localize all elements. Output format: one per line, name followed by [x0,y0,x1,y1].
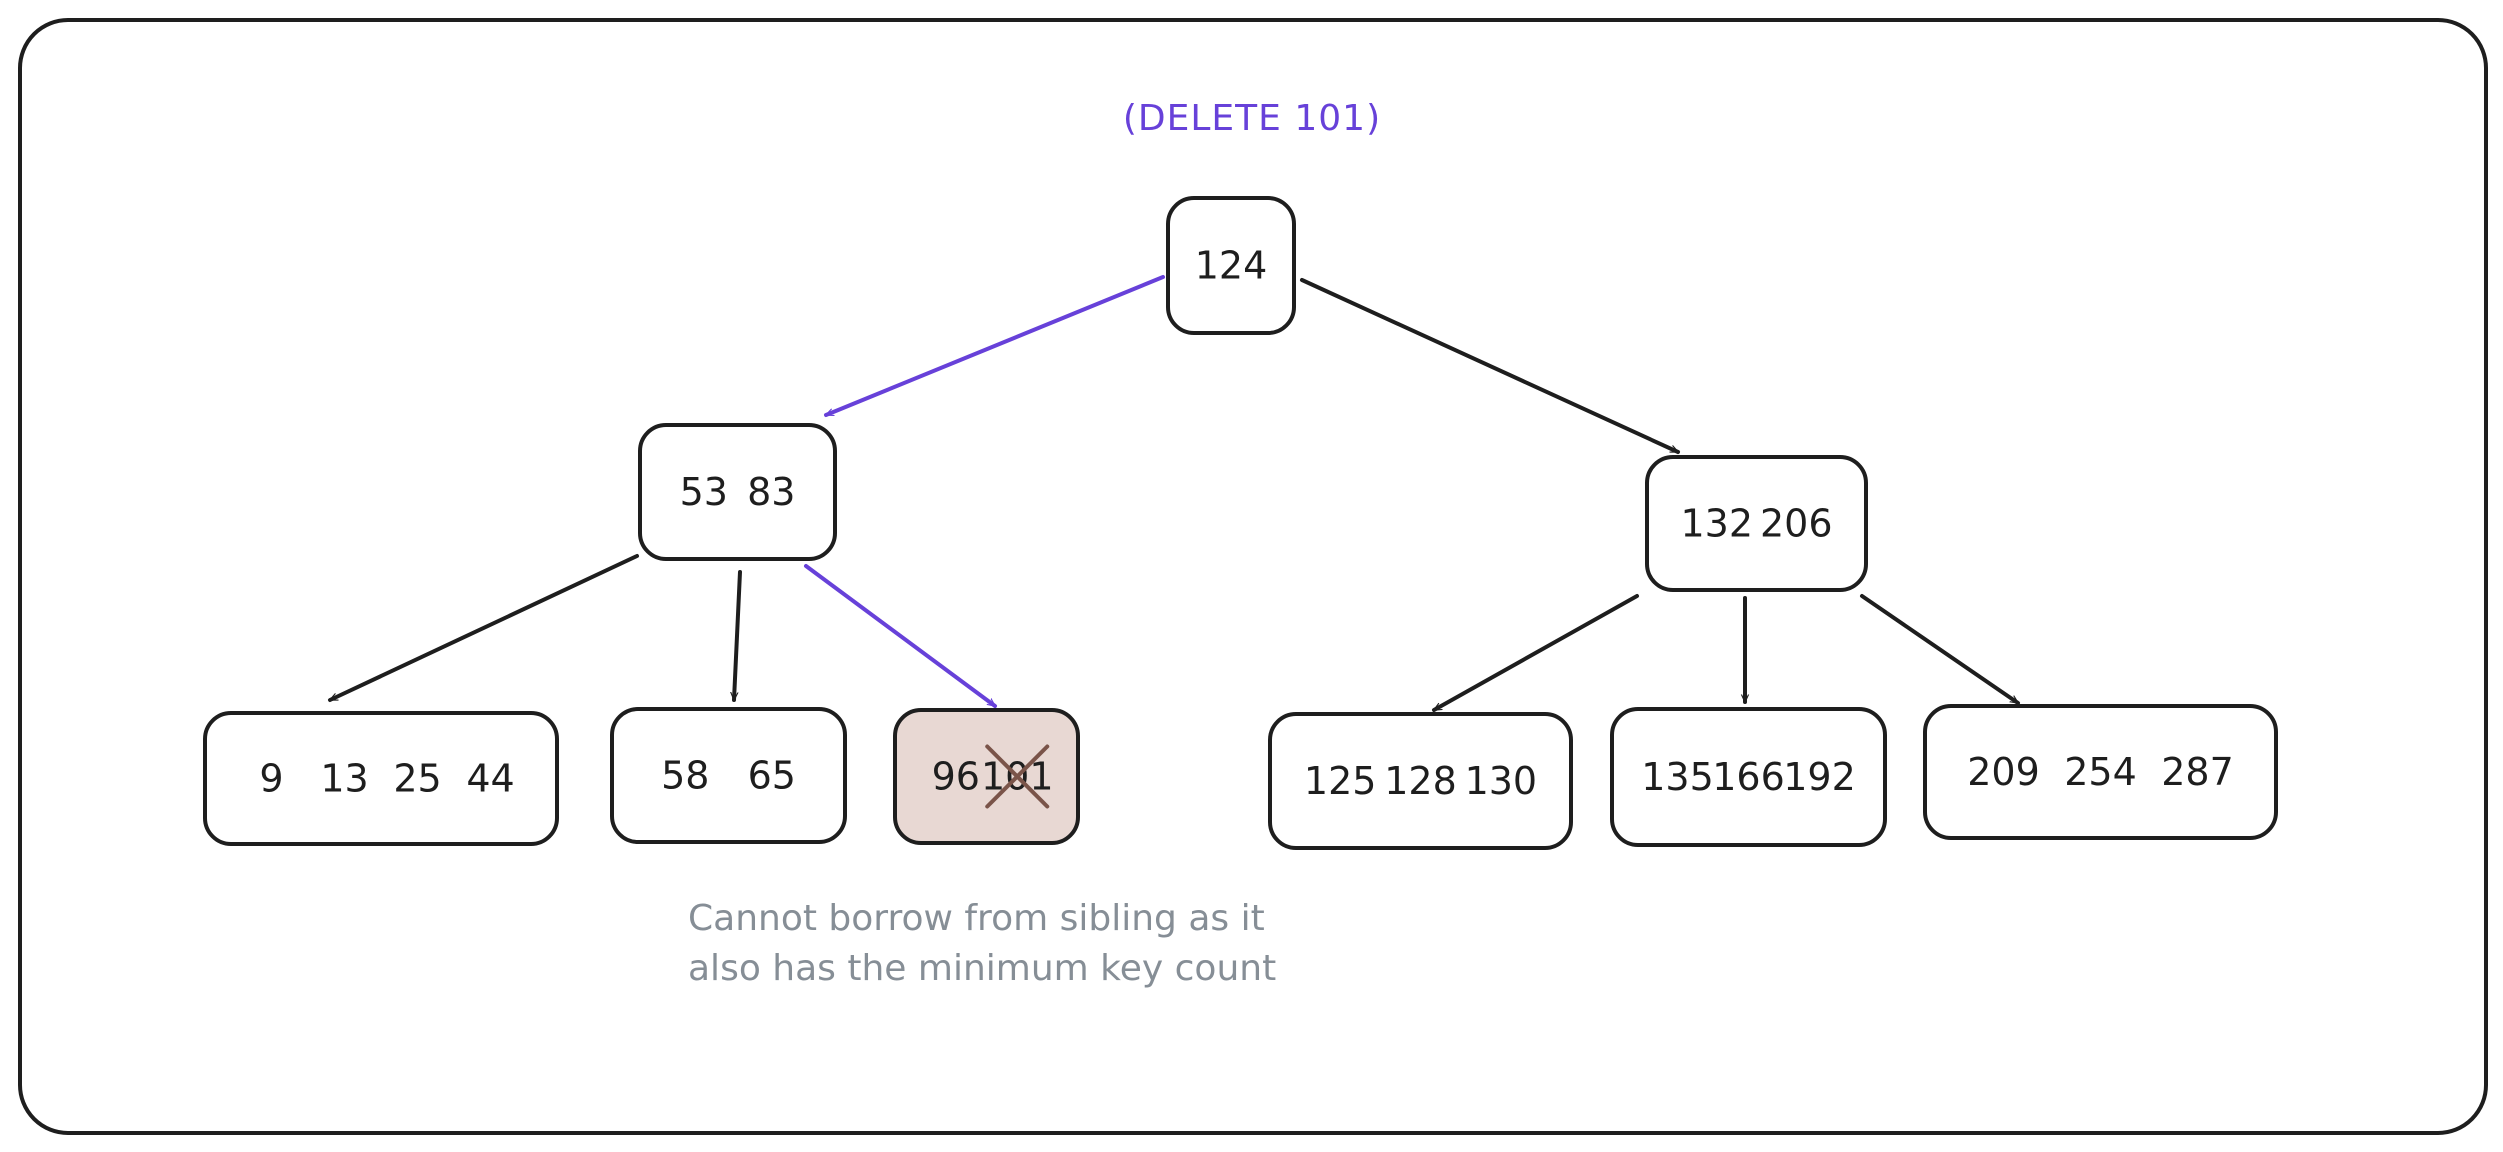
note-line-2: also has the minimum key count [688,948,1276,989]
node-box-leaf-4 [1268,712,1573,850]
key-leaf-1-3: 44 [466,757,514,801]
key-leaf-1-1: 13 [320,757,368,801]
node-leaf-2: 58 65 [610,707,847,844]
edge-left-internal-to-leaf-1 [328,554,639,702]
edge-root-to-left-internal [824,275,1165,417]
node-box-left-internal [638,423,837,561]
key-leaf-2-1: 65 [748,754,796,798]
edge-right-internal-to-leaf-6 [1860,594,2020,705]
key-left-internal-1: 83 [747,470,795,514]
node-box-leaf-1 [203,711,559,846]
node-box-leaf-6 [1923,704,2278,840]
node-box-root [1166,196,1296,335]
key-leaf-1-0: 9 [259,757,283,801]
key-leaf-1-2: 25 [393,757,441,801]
tree-nodes: 1245383132206913254458659610112512813013… [203,196,2278,850]
node-box-leaf-5 [1610,707,1887,847]
key-leaf-4-2: 130 [1465,759,1538,803]
key-right-internal-0: 132 [1680,502,1753,546]
tree-edges [328,275,2020,712]
node-box-leaf-3 [893,708,1080,845]
edge-root-to-right-internal [1300,278,1680,454]
node-box-right-internal [1645,455,1868,592]
node-leaf-3: 96101 [893,708,1080,845]
deleted-key-cross-stroke-2 [985,744,1050,809]
diagram-frame [18,18,2488,1135]
node-left-internal: 53 83 [638,423,837,561]
key-leaf-5-1: 166 [1712,755,1785,799]
edge-left-internal-to-leaf-2 [734,570,742,702]
edge-left-internal-to-leaf-3 [804,564,997,708]
key-leaf-5-0: 135 [1641,755,1714,799]
key-leaf-2-0: 58 [661,754,709,798]
edge-right-internal-to-leaf-4 [1432,594,1639,712]
node-leaf-1: 9 13 25 44 [203,711,559,846]
diagram-title: (DELETE 101) [1123,98,1381,139]
key-leaf-5-2: 192 [1783,755,1856,799]
node-leaf-6: 209 254 287 [1923,704,2278,840]
note-line-1: Cannot borrow from sibling as it [688,898,1265,939]
key-leaf-6-1: 254 [2064,750,2137,794]
node-root: 124 [1166,196,1296,335]
key-root-0: 124 [1195,244,1268,288]
key-left-internal-0: 53 [680,470,728,514]
key-leaf-4-0: 125 [1304,759,1377,803]
key-right-internal-1: 206 [1760,502,1833,546]
node-box-leaf-2 [610,707,847,844]
key-leaf-4-1: 128 [1384,759,1457,803]
key-leaf-6-2: 287 [2161,750,2234,794]
key-leaf-3-0: 96 [932,755,980,799]
key-leaf-6-0: 209 [1967,750,2040,794]
